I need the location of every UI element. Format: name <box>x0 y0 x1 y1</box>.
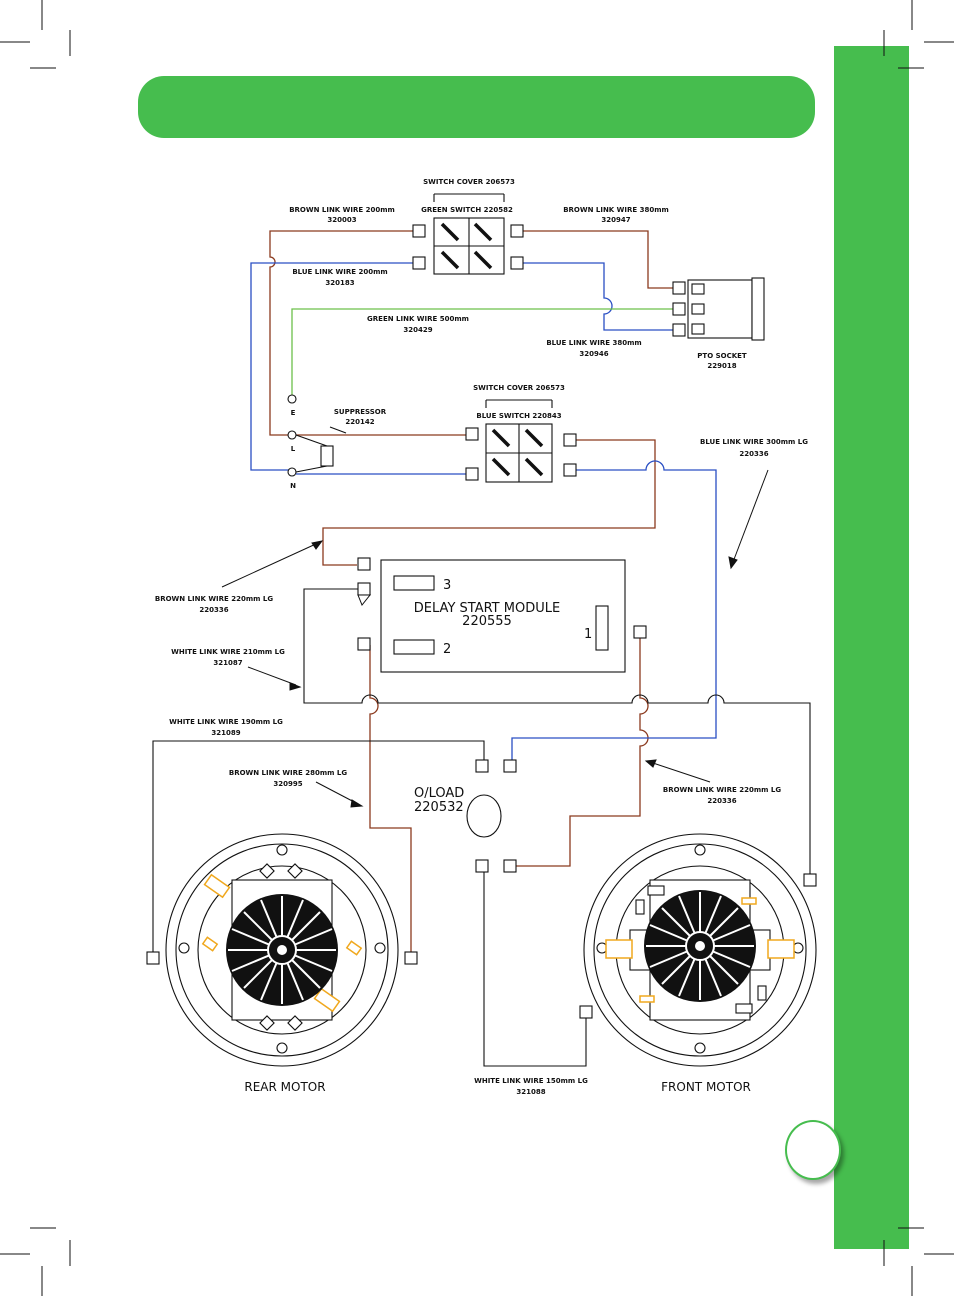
brown-wires <box>269 230 674 956</box>
side-tab <box>834 46 909 1249</box>
label-white-210-code: 321087 <box>213 659 242 667</box>
label-pto-socket: PTO SOCKET <box>697 352 747 360</box>
green-wire <box>291 308 674 396</box>
header-bar <box>138 76 815 138</box>
label-blue-300: BLUE LINK WIRE 300mm LG <box>700 438 808 446</box>
label-blue-300-code: 220336 <box>739 450 768 458</box>
label-green-500: GREEN LINK WIRE 500mm <box>367 315 469 323</box>
label-switch-cover-1: SWITCH COVER 206573 <box>423 178 515 186</box>
label-white-190-code: 321089 <box>211 729 240 737</box>
label-brown-220a-code: 220336 <box>199 606 228 614</box>
overload <box>466 759 517 873</box>
label-white-190: WHITE LINK WIRE 190mm LG <box>169 718 283 726</box>
label-blue-380: BLUE LINK WIRE 380mm <box>546 339 641 347</box>
label-brown-220b: BROWN LINK WIRE 220mm LG <box>663 786 782 794</box>
label-terminal-l: L <box>291 445 296 453</box>
rear-motor <box>146 833 418 1067</box>
label-module-code: 220555 <box>462 614 512 629</box>
white-wires <box>152 588 811 1067</box>
label-suppressor: SUPPRESSOR <box>334 408 387 416</box>
label-suppressor-code: 220142 <box>345 418 374 426</box>
label-terminal-e: E <box>291 409 296 417</box>
label-rear-motor: REAR MOTOR <box>244 1080 325 1094</box>
mains-terminals <box>287 394 347 477</box>
label-brown-220b-code: 220336 <box>707 797 736 805</box>
diagram-labels: SWITCH COVER 206573 GREEN SWITCH 220582 … <box>155 178 808 1096</box>
label-blue-380-code: 320946 <box>579 350 608 358</box>
label-module-pin-2: 2 <box>443 642 451 657</box>
green-switch-terminals <box>412 224 524 270</box>
label-brown-280-code: 320995 <box>273 780 302 788</box>
label-green-500-code: 320429 <box>403 326 432 334</box>
label-blue-200: BLUE LINK WIRE 200mm <box>292 268 387 276</box>
label-brown-280: BROWN LINK WIRE 280mm LG <box>229 769 348 777</box>
label-blue-switch: BLUE SWITCH 220843 <box>476 412 561 420</box>
label-terminal-n: N <box>290 482 296 490</box>
leader-arrows <box>221 469 769 808</box>
label-white-150: WHITE LINK WIRE 150mm LG <box>474 1077 588 1085</box>
label-brown-380-code: 320947 <box>601 216 630 224</box>
label-switch-cover-2: SWITCH COVER 206573 <box>473 384 565 392</box>
label-green-switch: GREEN SWITCH 220582 <box>421 206 513 214</box>
label-brown-380: BROWN LINK WIRE 380mm <box>563 206 669 214</box>
label-brown-220a: BROWN LINK WIRE 220mm LG <box>155 595 274 603</box>
pto-socket <box>672 277 765 341</box>
front-motor <box>579 833 817 1067</box>
page-number-badge <box>785 1120 841 1180</box>
label-white-150-code: 321088 <box>516 1088 545 1096</box>
label-front-motor: FRONT MOTOR <box>661 1080 751 1094</box>
label-white-210: WHITE LINK WIRE 210mm LG <box>171 648 285 656</box>
blue-switch <box>465 399 577 483</box>
blue-wires <box>250 262 717 760</box>
label-delay-start-module: DELAY START MODULE <box>414 601 560 616</box>
label-module-pin-1: 1 <box>584 627 592 642</box>
label-oload-code: 220532 <box>414 800 464 815</box>
delay-start-module <box>357 557 647 673</box>
label-module-pin-3: 3 <box>443 578 451 593</box>
label-brown-200: BROWN LINK WIRE 200mm <box>289 206 395 214</box>
label-oload: O/LOAD <box>414 786 464 801</box>
label-blue-200-code: 320183 <box>325 279 354 287</box>
green-switch <box>433 193 505 275</box>
label-brown-200-code: 320003 <box>327 216 356 224</box>
label-pto-code: 229018 <box>707 362 736 370</box>
